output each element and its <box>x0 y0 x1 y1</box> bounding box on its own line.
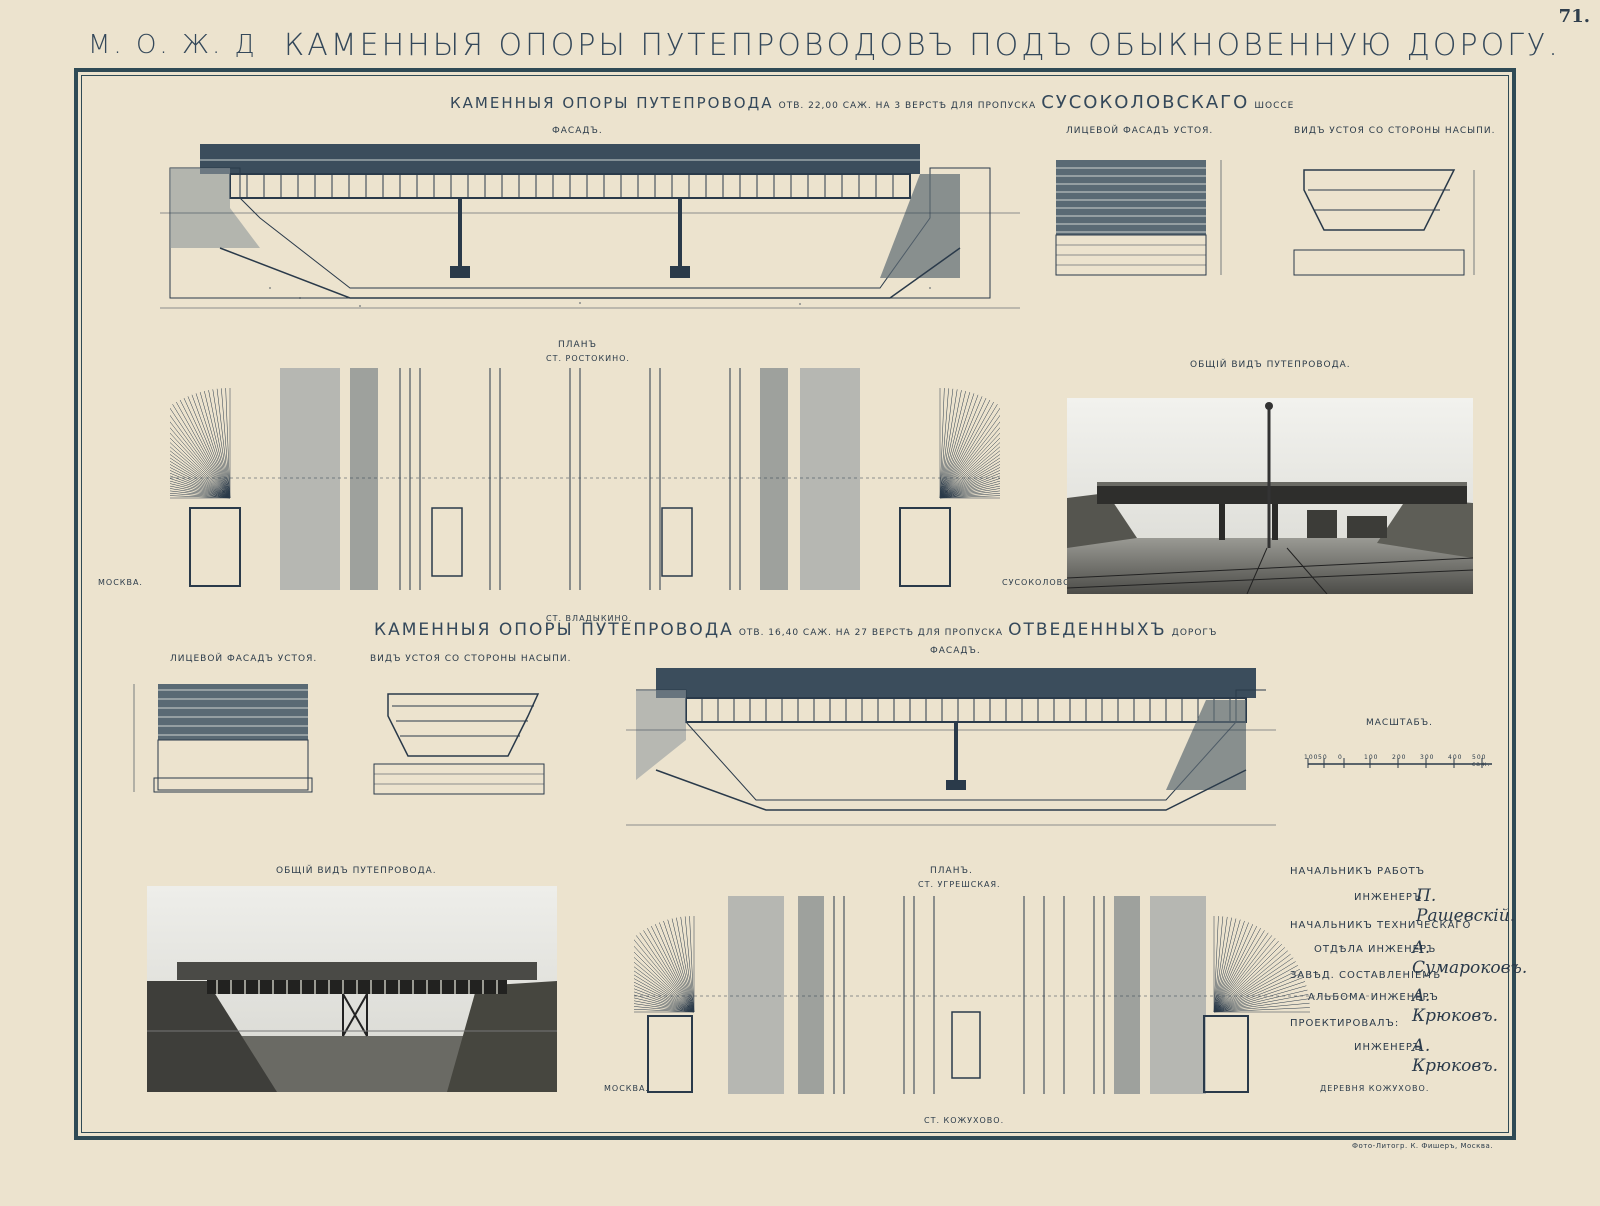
lower-title-c: ОТВЕДЕННЫХЪ <box>1008 620 1167 640</box>
upper-facade-drawing <box>160 144 1020 309</box>
upper-title-a: КАМЕННЫЯ ОПОРЫ ПУТЕПРОВОДА <box>450 94 774 112</box>
scale-tick: 0 <box>1338 754 1343 761</box>
lower-abut-side-drawing <box>373 693 545 795</box>
scale-tick: 500 саж. <box>1472 754 1491 768</box>
scale-tick: 400 <box>1448 754 1463 761</box>
scale-tick: 50 <box>1318 754 1328 761</box>
signature-title: ЗАВѢД. СОСТАВЛЕНІЕМЪ <box>1290 970 1442 981</box>
signature-name: П. Рашевскій. <box>1416 886 1516 926</box>
lower-right-dir: ДЕРЕВНЯ КОЖУХОВО. <box>1320 1084 1430 1093</box>
signature-name: А. Сумароковъ. <box>1412 938 1528 978</box>
lower-abut-side-label: ВИДЪ УСТОЯ СО СТОРОНЫ НАСЫПИ. <box>370 654 572 664</box>
upper-photo-label: ОБЩІЙ ВИДЪ ПУТЕПРОВОДА. <box>1190 360 1351 370</box>
signature-role: ОТДѢЛА ИНЖЕНЕРЪ <box>1314 944 1437 955</box>
lower-facade-drawing <box>626 668 1276 826</box>
lower-photo-label: ОБЩІЙ ВИДЪ ПУТЕПРОВОДА. <box>276 866 437 876</box>
signature-3: ЗАВѢД. СОСТАВЛЕНІЕМЪ АЛЬБОМА ИНЖЕНЕРЪ А.… <box>1290 968 1510 1026</box>
upper-title-d: ШОССЕ <box>1254 101 1295 111</box>
scale-tick-labels: 100 50 0 100 200 300 400 500 саж. <box>1304 754 1494 768</box>
scale-label: МАСШТАБЪ. <box>1366 718 1434 728</box>
lower-facade-label: ФАСАДЪ. <box>930 646 981 656</box>
upper-st-top: СТ. РОСТОКИНО. <box>546 354 630 363</box>
lower-title-d: ДОРОГЪ <box>1171 628 1218 638</box>
upper-left-dir: МОСКВА. <box>98 578 143 587</box>
inner-frame <box>81 75 1509 1133</box>
upper-facade-label: ФАСАДЪ. <box>552 126 603 136</box>
lower-st-bottom: СТ. КОЖУХОВО. <box>924 1116 1005 1125</box>
upper-abut-side-label: ВИДЪ УСТОЯ СО СТОРОНЫ НАСЫПИ. <box>1294 126 1496 136</box>
scale-bar <box>1307 758 1492 768</box>
signature-2: НАЧАЛЬНИКЪ ТЕХНИЧЕСКАГО ОТДѢЛА ИНЖЕНЕРЪ … <box>1290 918 1527 978</box>
scale-tick: 100 <box>1364 754 1379 761</box>
lower-abut-face-drawing <box>133 684 313 793</box>
outer-frame <box>74 68 1516 1140</box>
upper-st-bottom: СТ. ВЛАДЫКИНО. <box>546 614 633 623</box>
signature-role: ИНЖЕНЕРЪ <box>1354 892 1423 903</box>
upper-title-b: ОТВ. 22,00 САЖ. НА 3 ВЕРСТѢ ДЛЯ ПРОПУСКА <box>778 101 1037 111</box>
scale-tick: 100 <box>1304 754 1319 761</box>
header-left: М. О. Ж. Д <box>88 30 258 60</box>
signature-block: НАЧАЛЬНИКЪ РАБОТЪ ИНЖЕНЕРЪ П. Рашевскій.… <box>1290 862 1527 1076</box>
upper-title: КАМЕННЫЯ ОПОРЫ ПУТЕПРОВОДА ОТВ. 22,00 СА… <box>450 92 1294 113</box>
upper-title-c: СУСОКОЛОВСКАГО <box>1041 92 1250 113</box>
lower-title-a: КАМЕННЫЯ ОПОРЫ ПУТЕПРОВОДА <box>374 620 734 640</box>
signature-4: ПРОЕКТИРОВАЛЪ: ИНЖЕНЕРЪ А. Крюковъ. <box>1290 1016 1510 1076</box>
scale-tick: 200 <box>1392 754 1407 761</box>
upper-plan-label: ПЛАНЪ <box>558 340 597 350</box>
header-title: КАМЕННЫЯ ОПОРЫ ПУТЕПРОВОДОВЪ ПОДЪ ОБЫКНО… <box>284 28 1561 63</box>
signature-1: НАЧАЛЬНИКЪ РАБОТЪ ИНЖЕНЕРЪ П. Рашевскій. <box>1290 862 1515 926</box>
signature-name: А. Крюковъ. <box>1412 986 1499 1026</box>
upper-abut-face-drawing <box>1055 160 1222 276</box>
signature-role: ИНЖЕНЕРЪ <box>1354 1042 1423 1053</box>
lower-abut-face-label: ЛИЦЕВОЙ ФАСАДЪ УСТОЯ. <box>170 654 318 664</box>
upper-plan-drawing <box>170 368 1000 590</box>
lower-title-b: ОТВ. 16,40 САЖ. НА 27 ВЕРСТѢ ДЛЯ ПРОПУСК… <box>738 628 1004 638</box>
upper-abut-face-label: ЛИЦЕВОЙ ФАСАДЪ УСТОЯ. <box>1066 126 1214 136</box>
upper-right-dir: СУСОКОЛОВО. <box>1002 578 1074 587</box>
signature-title: НАЧАЛЬНИКЪ ТЕХНИЧЕСКАГО <box>1290 920 1472 931</box>
signature-name: А. Крюковъ. <box>1412 1036 1499 1076</box>
lower-plan-label: ПЛАНЪ. <box>930 866 973 876</box>
scale-tick: 300 <box>1420 754 1435 761</box>
upper-photo <box>1067 398 1473 594</box>
upper-abut-side-drawing <box>1293 169 1475 276</box>
lower-st-top: СТ. УГРЕШСКАЯ. <box>918 880 1001 889</box>
lower-photo <box>147 886 557 1092</box>
lower-plan-drawing <box>634 896 1374 1094</box>
signature-title: ПРОЕКТИРОВАЛЪ: <box>1290 1018 1400 1029</box>
signature-role: АЛЬБОМА ИНЖЕНЕРЪ <box>1308 992 1439 1003</box>
printer-credit: Фото-Литогр. К. Фишеръ, Москва. <box>1352 1142 1494 1150</box>
page-number: 71. <box>1558 6 1590 27</box>
signature-title: НАЧАЛЬНИКЪ РАБОТЪ <box>1290 866 1426 877</box>
lower-left-dir: МОСКВА. <box>604 1084 649 1093</box>
lower-title: КАМЕННЫЯ ОПОРЫ ПУТЕПРОВОДА ОТВ. 16,40 СА… <box>374 620 1217 640</box>
